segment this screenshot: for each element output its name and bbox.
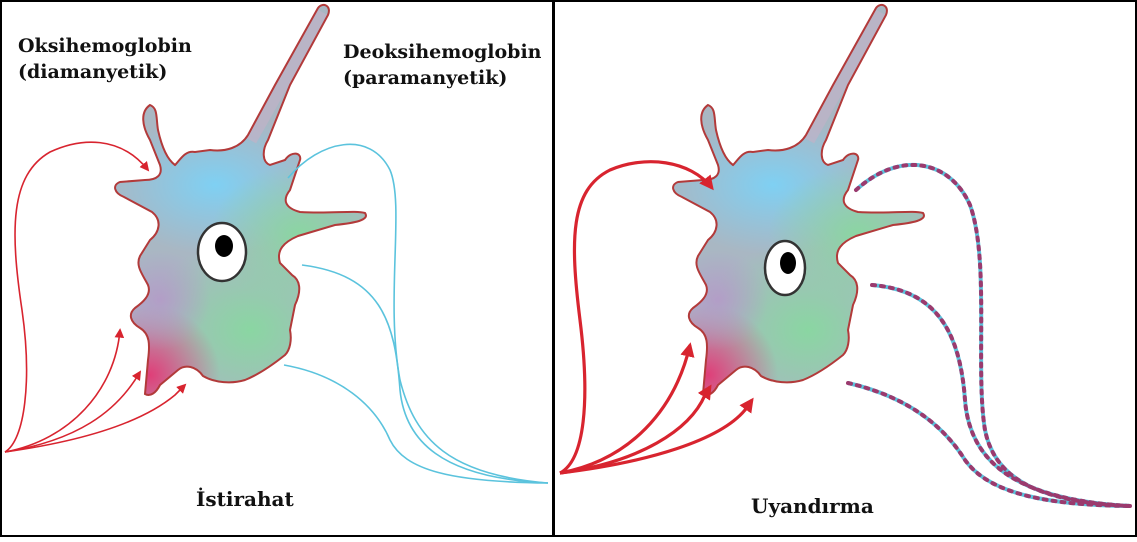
deoxy-label-line1: Deoksihemoglobin	[343, 41, 542, 63]
oxy-label-line2: (diamanyetik)	[18, 61, 167, 83]
oxy-label-line1: Oksihemoglobin	[18, 35, 192, 57]
deoxy-lines-left	[284, 144, 548, 483]
deoxy-label-line2: (paramanyetik)	[343, 67, 507, 89]
nucleolus-left	[215, 235, 233, 257]
stimulation-caption: Uyandırma	[751, 494, 874, 518]
rest-caption: İstirahat	[196, 487, 294, 511]
right-panel: Uyandırma	[560, 0, 1130, 518]
neuron-cell-right	[638, 0, 958, 445]
left-panel: Oksihemoglobin (diamanyetik) Deoksihemog…	[5, 0, 548, 511]
nucleolus-right	[780, 252, 796, 274]
